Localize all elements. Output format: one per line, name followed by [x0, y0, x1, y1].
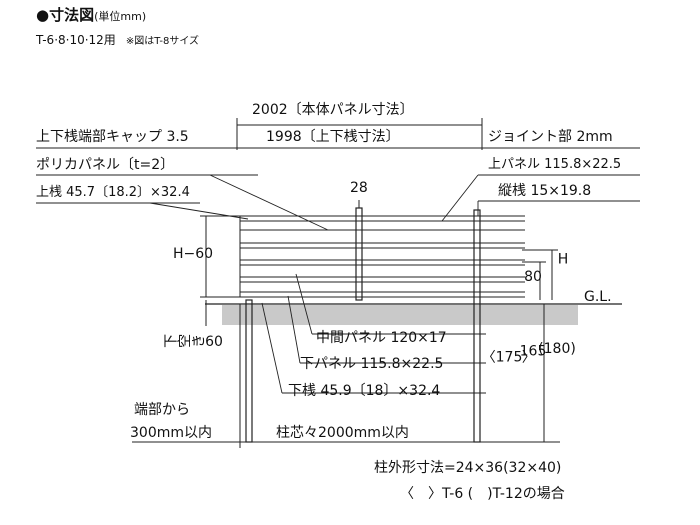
- ground-band: [222, 305, 578, 325]
- diagram-title: ●寸法図(単位mm): [36, 8, 146, 23]
- right-h-dimension: [522, 249, 558, 300]
- bottom-dimension-lines: [132, 304, 480, 448]
- ground-level-label: G.L.: [584, 289, 612, 305]
- rail-end-cap-label: 上下桟端部キャップ 3.5: [36, 129, 189, 145]
- dimension-180: (180): [538, 340, 576, 357]
- depth-dimension: [478, 304, 560, 443]
- body-panel-dimension: 2002〔本体パネル寸法〕: [252, 102, 414, 118]
- top-dimension-lines: [36, 118, 640, 204]
- title-unit: (単位mm): [94, 10, 147, 23]
- height-minus-60-label: H−60: [172, 246, 214, 263]
- top-panel-label: 上パネル 115.8×22.5: [488, 157, 622, 172]
- vertical-bar-label: 縦桟 15×19.8: [498, 183, 592, 199]
- h-mark: H: [557, 251, 569, 268]
- figure-note: ※図はT-8サイズ: [125, 36, 200, 47]
- bottom-clearance-label: 下空き60: [163, 333, 223, 350]
- panel-slats: [205, 215, 525, 298]
- end-from-label: 端部から: [134, 402, 190, 418]
- leader-lines: [149, 174, 486, 394]
- polycarbonate-panel-label: ポリカパネル〔t=2〕: [36, 157, 175, 173]
- top-rail-label: 上桟 45.7〔18.2〕×32.4: [36, 185, 190, 200]
- models-text: T-6·8·10·12用: [36, 33, 116, 47]
- bottom-panel-label: 下パネル 115.8×22.5: [300, 356, 444, 372]
- bottom-rail-label: 下桟 45.9〔18〕×32.4: [288, 383, 441, 399]
- title-text: ●寸法図: [36, 6, 95, 24]
- post-spacing-label: 柱芯々2000mm以内: [276, 425, 409, 441]
- rail-dimension: 1998〔上下桟寸法〕: [266, 129, 400, 145]
- center-gap-label: 28: [350, 180, 368, 196]
- post-size-label: 柱外形寸法=24×36(32×40): [374, 460, 562, 476]
- middle-panel-label: 中間パネル 120×17: [316, 330, 447, 346]
- cases-label: 〈 〉T-6 ( )T-12の場合: [400, 486, 565, 502]
- eighty-label: 80: [524, 268, 542, 285]
- height-dimension: [200, 215, 212, 326]
- joint-label: ジョイント部 2mm: [488, 129, 613, 145]
- end-within-label: 300mm以内: [130, 425, 212, 441]
- models-line: T-6·8·10·12用 ※図はT-8サイズ: [36, 34, 199, 47]
